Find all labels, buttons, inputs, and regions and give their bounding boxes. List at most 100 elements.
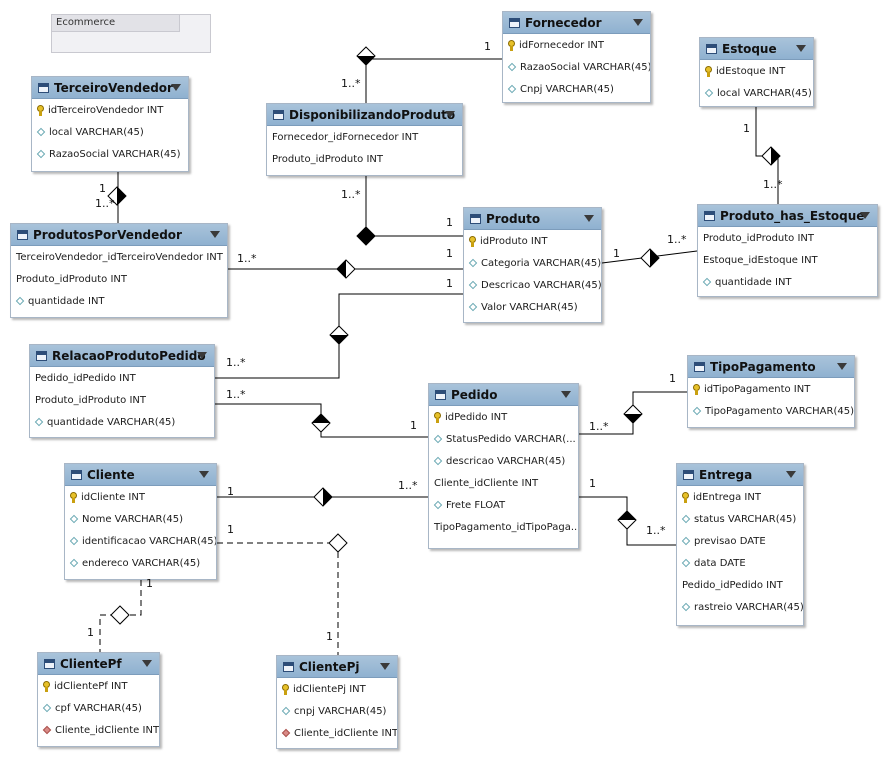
column-row[interactable]: Pedido_idPedido INT <box>677 574 803 596</box>
entity-header[interactable]: RelacaoProdutoPedido <box>30 345 214 367</box>
collapse-arrow-icon[interactable] <box>786 471 796 478</box>
entity-header[interactable]: DisponibilizandoProduto <box>267 104 462 126</box>
entity-header[interactable]: Cliente <box>65 464 216 486</box>
column-row[interactable]: idEstoque INT <box>700 60 813 82</box>
column-row[interactable]: idFornecedor INT <box>503 34 650 56</box>
collapse-arrow-icon[interactable] <box>199 471 209 478</box>
column-row[interactable]: Cliente_idCliente INT <box>429 472 578 494</box>
column-row[interactable]: Cnpj VARCHAR(45) <box>503 78 650 100</box>
rel-diamond[interactable] <box>110 605 130 625</box>
column-row[interactable]: idEntrega INT <box>677 486 803 508</box>
rel-diamond[interactable] <box>617 510 637 530</box>
column-row[interactable]: idCliente INT <box>65 486 216 508</box>
entity-header[interactable]: Produto_has_Estoque <box>698 205 877 227</box>
column-row[interactable]: local VARCHAR(45) <box>32 121 188 143</box>
column-row[interactable]: Frete FLOAT <box>429 494 578 516</box>
column-row[interactable]: idProduto INT <box>464 230 601 252</box>
column-row[interactable]: local VARCHAR(45) <box>700 82 813 104</box>
collapse-arrow-icon[interactable] <box>197 352 207 359</box>
collapse-arrow-icon[interactable] <box>171 84 181 91</box>
diagram-note[interactable]: Ecommerce <box>51 14 211 53</box>
column-row[interactable]: Descricao VARCHAR(45) <box>464 274 601 296</box>
rel-diamond[interactable] <box>761 146 781 166</box>
column-row[interactable]: RazaoSocial VARCHAR(45) <box>503 56 650 78</box>
column-row[interactable]: identificacao VARCHAR(45) <box>65 530 216 552</box>
column-row[interactable]: cnpj VARCHAR(45) <box>277 700 397 722</box>
rel-fornecedor-disponibilizando[interactable] <box>365 58 502 103</box>
rel-cliente-clientepj[interactable] <box>217 542 339 655</box>
column-row[interactable]: Estoque_idEstoque INT <box>698 249 877 271</box>
entity-header[interactable]: ClientePf <box>38 653 159 675</box>
column-row[interactable]: data DATE <box>677 552 803 574</box>
collapse-arrow-icon[interactable] <box>633 19 643 26</box>
collapse-arrow-icon[interactable] <box>561 391 571 398</box>
column-row[interactable]: Produto_idProduto INT <box>30 389 214 411</box>
rel-diamond[interactable] <box>623 404 643 424</box>
entity-header[interactable]: ProdutosPorVendedor <box>11 224 227 246</box>
rel-diamond[interactable] <box>640 248 660 268</box>
column-row[interactable]: Pedido_idPedido INT <box>30 367 214 389</box>
column-row[interactable]: status VARCHAR(45) <box>677 508 803 530</box>
rel-diamond[interactable] <box>311 413 331 433</box>
rel-diamond[interactable] <box>313 487 333 507</box>
entity-header[interactable]: Fornecedor <box>503 12 650 34</box>
rel-diamond[interactable] <box>107 186 127 206</box>
column-row[interactable]: Produto_idProduto INT <box>11 268 227 290</box>
collapse-arrow-icon[interactable] <box>380 663 390 670</box>
column-row[interactable]: idClientePj INT <box>277 678 397 700</box>
entity-header[interactable]: Produto <box>464 208 601 230</box>
entity-header[interactable]: TipoPagamento <box>688 356 854 378</box>
column-row[interactable]: quantidade INT <box>11 290 227 312</box>
rel-diamond[interactable] <box>336 259 356 279</box>
rel-diamond[interactable] <box>356 226 376 246</box>
rel-diamond[interactable] <box>328 533 348 553</box>
entity-header[interactable]: Pedido <box>429 384 578 406</box>
column-row[interactable]: idClientePf INT <box>38 675 159 697</box>
collapse-arrow-icon[interactable] <box>860 212 870 219</box>
entity-header[interactable]: Entrega <box>677 464 803 486</box>
column-row[interactable]: Categoria VARCHAR(45) <box>464 252 601 274</box>
collapse-arrow-icon[interactable] <box>584 215 594 222</box>
column-row[interactable]: Fornecedor_idFornecedor INT <box>267 126 462 148</box>
collapse-arrow-icon[interactable] <box>837 363 847 370</box>
column-row[interactable]: quantidade VARCHAR(45) <box>30 411 214 433</box>
entity-header[interactable]: Estoque <box>700 38 813 60</box>
column-row[interactable]: TerceiroVendedor_idTerceiroVendedor INT <box>11 246 227 268</box>
rel-diamond[interactable] <box>329 325 349 345</box>
column-row[interactable]: Valor VARCHAR(45) <box>464 296 601 318</box>
rel-diamond[interactable] <box>356 46 376 66</box>
column-row[interactable]: cpf VARCHAR(45) <box>38 697 159 719</box>
column-row[interactable]: Produto_idProduto INT <box>267 148 462 170</box>
column-row[interactable]: RazaoSocial VARCHAR(45) <box>32 143 188 165</box>
entity-header[interactable]: TerceiroVendedor <box>32 77 188 99</box>
column-row[interactable]: TipoPagamento VARCHAR(45) <box>688 400 854 422</box>
collapse-arrow-icon[interactable] <box>445 111 455 118</box>
column-row[interactable]: TipoPagamento_idTipoPaga... <box>429 516 578 538</box>
column-row[interactable]: quantidade INT <box>698 271 877 293</box>
column-row[interactable]: Nome VARCHAR(45) <box>65 508 216 530</box>
entity-header[interactable]: ClientePj <box>277 656 397 678</box>
collapse-arrow-icon[interactable] <box>142 660 152 667</box>
column-row[interactable]: endereco VARCHAR(45) <box>65 552 216 574</box>
collapse-arrow-icon[interactable] <box>796 45 806 52</box>
column-row[interactable]: idTipoPagamento INT <box>688 378 854 400</box>
column-row[interactable]: idTerceiroVendedor INT <box>32 99 188 121</box>
column-row[interactable]: idPedido INT <box>429 406 578 428</box>
column-row[interactable]: rastreio VARCHAR(45) <box>677 596 803 618</box>
column-row[interactable]: descricao VARCHAR(45) <box>429 450 578 472</box>
column-row[interactable]: previsao DATE <box>677 530 803 552</box>
